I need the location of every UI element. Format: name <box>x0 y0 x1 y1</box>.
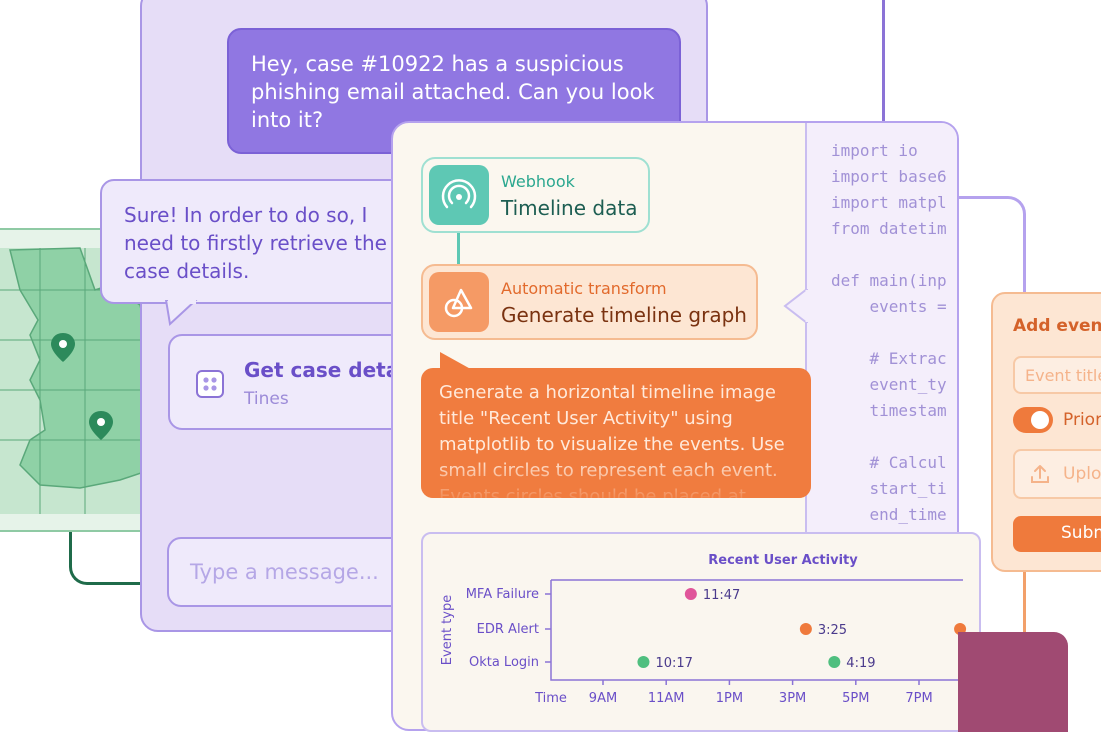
top-connector-line <box>882 0 885 123</box>
y-tick-label: MFA Failure <box>466 587 539 602</box>
x-tick-label: 9AM <box>589 691 617 706</box>
event-point <box>684 588 697 600</box>
assistant-message-bubble: Sure! In order to do so, I need to first… <box>100 179 418 304</box>
code-line: from datetim <box>831 219 947 238</box>
code-line: import io <box>831 141 918 160</box>
event-time-label: 3:25 <box>818 623 847 638</box>
event-time-label: 4:19 <box>846 656 875 671</box>
form-to-block-connector <box>1023 572 1026 634</box>
x-axis-label: Time <box>534 691 567 706</box>
upload-label: Uploa <box>1063 464 1101 484</box>
submit-button[interactable]: Subm <box>1013 516 1101 552</box>
code-line: timestam <box>831 401 947 420</box>
event-point <box>828 656 841 668</box>
code-line: import base6 <box>831 167 947 186</box>
event-point <box>799 623 812 635</box>
tool-call-subtitle: Tines <box>244 389 289 409</box>
add-event-form: Add event Event title Priori Uploa Subm <box>991 292 1101 572</box>
code-to-form-connector <box>958 196 1026 296</box>
tool-call-card[interactable]: Get case deta Tines <box>168 334 428 430</box>
app-icon <box>196 370 224 398</box>
map-pin-icon[interactable] <box>89 411 113 440</box>
webhook-node[interactable]: Webhook Timeline data <box>421 157 650 233</box>
node-connector <box>457 228 460 268</box>
bubble-tail <box>164 300 198 326</box>
transform-node-label: Generate timeline graph <box>501 303 747 327</box>
x-tick-label: 3PM <box>779 691 806 706</box>
toggle-knob <box>1031 411 1049 429</box>
webhook-node-label: Timeline data <box>501 196 638 220</box>
code-line: start_ti <box>831 479 947 498</box>
event-title-placeholder: Event title <box>1025 366 1101 385</box>
broadcast-icon <box>429 165 489 225</box>
event-title-input[interactable]: Event title <box>1013 356 1101 394</box>
event-point <box>637 656 650 668</box>
user-message-text: Hey, case #10922 has a suspicious phishi… <box>251 52 655 132</box>
code-pointer <box>783 289 809 323</box>
code-line: import matpl <box>831 193 947 212</box>
event-time-label: 10:17 <box>655 656 692 671</box>
chart-axes <box>550 580 963 681</box>
shapes-icon <box>429 272 489 332</box>
transform-node-type: Automatic transform <box>501 279 667 298</box>
message-input[interactable]: Type a message... <box>167 537 427 607</box>
upload-icon <box>1031 465 1049 483</box>
prompt-tail <box>440 352 476 372</box>
priority-toggle[interactable] <box>1013 407 1053 433</box>
prompt-box[interactable]: Generate a horizontal timeline image tit… <box>421 368 811 498</box>
x-tick-label: 1PM <box>716 691 743 706</box>
form-title: Add event <box>1013 316 1101 336</box>
y-axis-label: Event type <box>440 595 455 665</box>
priority-label: Priori <box>1063 410 1101 430</box>
message-input-placeholder: Type a message... <box>190 560 379 584</box>
upload-button[interactable]: Uploa <box>1013 449 1101 499</box>
y-tick-label: Okta Login <box>469 655 539 670</box>
event-time-label: 11:47 <box>703 588 740 603</box>
submit-label: Subm <box>1061 523 1101 543</box>
chart-title: Recent User Activity <box>708 553 858 568</box>
map-pin-icon[interactable] <box>51 333 75 362</box>
output-block <box>958 632 1068 732</box>
prompt-fade <box>421 458 811 498</box>
map-panel[interactable] <box>0 228 150 532</box>
tool-call-title: Get case deta <box>244 358 400 382</box>
x-tick-label: 11AM <box>648 691 685 706</box>
transform-node[interactable]: Automatic transform Generate timeline gr… <box>421 264 758 340</box>
x-tick-label: 7PM <box>905 691 932 706</box>
x-tick-label: 5PM <box>842 691 869 706</box>
code-line: end_time <box>831 505 947 524</box>
map-connector-line <box>69 532 152 585</box>
webhook-node-type: Webhook <box>501 172 575 191</box>
code-line: event_ty <box>831 375 947 394</box>
code-line: # Extrac <box>831 349 947 368</box>
assistant-message-text: Sure! In order to do so, I need to first… <box>124 203 387 283</box>
code-line: events = <box>831 297 947 316</box>
code-line: # Calcul <box>831 453 947 472</box>
code-line: def main(inp <box>831 271 947 290</box>
y-tick-label: EDR Alert <box>477 622 539 637</box>
